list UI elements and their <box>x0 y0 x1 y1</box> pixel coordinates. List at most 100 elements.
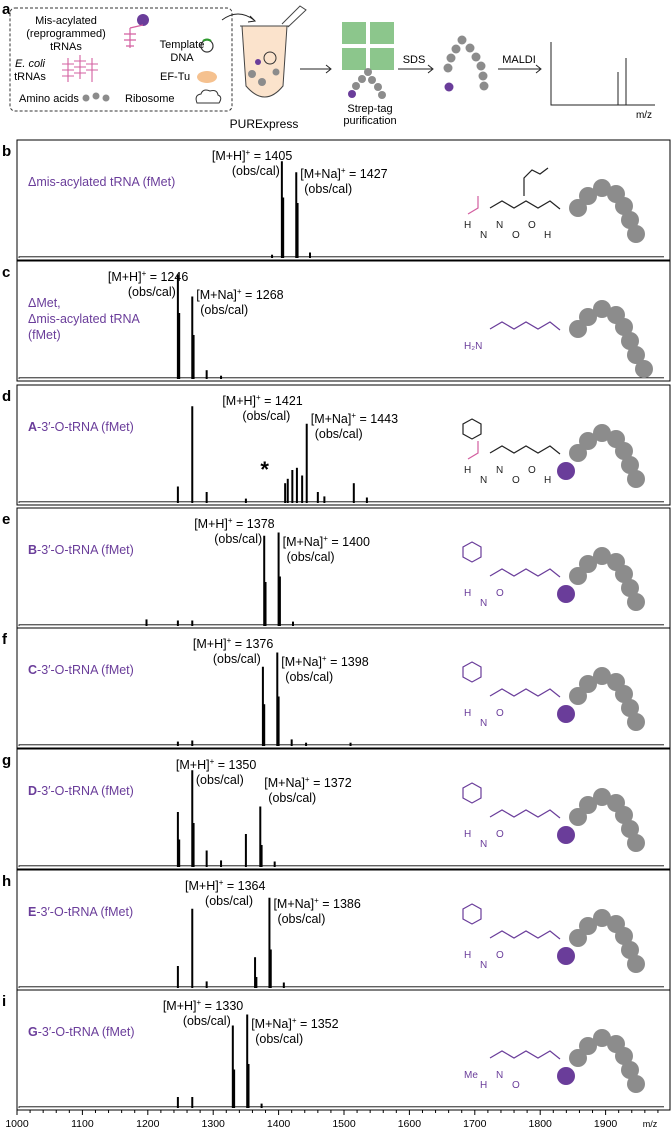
x-tick-label: 1600 <box>398 1118 422 1130</box>
mh-obs-cal: (obs/cal) <box>205 894 253 908</box>
mh-label: [M+H] <box>185 879 219 893</box>
sample-label: D-3′-O-tRNA (fMet) <box>28 784 134 798</box>
mna-value: = 1386 <box>319 897 361 911</box>
residue-bead <box>621 579 639 597</box>
tRNA-linked-residue <box>557 585 575 603</box>
x-tick-label: 1200 <box>136 1118 160 1130</box>
atom-label: H <box>464 708 471 719</box>
amino-acids-label: Amino acids <box>19 93 79 105</box>
residue-bead <box>579 796 597 814</box>
atom-label: H <box>480 1080 487 1091</box>
residue-bead <box>593 300 611 318</box>
mh-annotation: [M+H]+ = 1421 <box>222 393 302 408</box>
phenyl-ring <box>462 661 482 683</box>
panel-letter: c <box>2 264 10 281</box>
baseline <box>18 501 664 503</box>
residue-bead <box>579 917 597 935</box>
sample-label: A-3′-O-tRNA (fMet) <box>28 420 134 434</box>
residue-bead <box>579 555 597 573</box>
x-tick-label: 1900 <box>594 1118 618 1130</box>
panel-frame <box>16 384 671 506</box>
transfer-arrow-head <box>247 15 257 23</box>
tRNA-linked-residue <box>557 1067 575 1085</box>
atom-label: O <box>512 230 520 241</box>
sample-label: G-3′-O-tRNA (fMet) <box>28 1025 135 1039</box>
residue-bead <box>621 941 639 959</box>
residue-bead <box>627 713 645 731</box>
residue-bead <box>621 699 639 717</box>
structure-C: HNO <box>462 661 645 731</box>
ecoli-tRNA-icon <box>62 55 98 82</box>
sample-label: ΔMet, <box>28 296 61 310</box>
acyl-chain-bonds <box>489 688 561 698</box>
residue-bead <box>579 675 597 693</box>
tRNA-linked-residue <box>557 947 575 965</box>
sample-text: -3′-O-tRNA (fMet) <box>37 543 134 557</box>
spectrum-panel-h: hE-3′-O-tRNA (fMet)[M+H]+ = 1364(obs/cal… <box>2 869 671 991</box>
plus-superscript: + <box>142 269 147 278</box>
template-label-2: DNA <box>170 52 194 64</box>
residue-bead <box>615 318 633 336</box>
ribosome-icon <box>195 89 222 104</box>
sample-text: -3′-O-tRNA (fMet) <box>37 420 134 434</box>
spectrum-panel-g: gD-3′-O-tRNA (fMet)[M+H]+ = 1350(obs/cal… <box>2 748 671 870</box>
sample-text: -3′-O-tRNA (fMet) <box>37 784 134 798</box>
panel-letter: f <box>2 631 8 648</box>
mh-obs-cal: (obs/cal) <box>213 652 261 666</box>
plus-superscript: + <box>292 1016 297 1025</box>
plus-superscript: + <box>305 775 310 784</box>
methionine-side-chain <box>523 167 549 196</box>
sample-label: Δmis-acylated tRNA (fMet) <box>28 175 175 189</box>
atom-label: N <box>480 839 487 850</box>
mna-annotation: [M+Na]+ = 1268 <box>196 287 283 302</box>
mh-obs-cal: (obs/cal) <box>183 1014 231 1028</box>
tRNA-linked-residue <box>557 826 575 844</box>
residue-bead <box>615 565 633 583</box>
panel-letter: d <box>2 388 11 405</box>
misacylated-label-2: (reprogrammed) <box>26 28 105 40</box>
plus-superscript: + <box>197 998 202 1007</box>
baseline <box>18 256 664 258</box>
sample-text: -3′-O-tRNA (fMet) <box>37 663 134 677</box>
mh-label: [M+H] <box>193 637 227 651</box>
sample-label: B-3′-O-tRNA (fMet) <box>28 543 134 557</box>
strep-beads-icon <box>342 22 394 99</box>
residue-bead <box>569 320 587 338</box>
residue-bead <box>635 360 653 378</box>
spectrum-panel-e: eB-3′-O-tRNA (fMet)[M+H]+ = 1378(obs/cal… <box>2 507 671 629</box>
strep-label-1: Strep-tag <box>347 103 392 115</box>
tube-icon <box>240 5 307 98</box>
mh-label: [M+H] <box>222 394 256 408</box>
mna-label: [M+Na] <box>300 167 341 181</box>
residue-bead <box>579 308 597 326</box>
mna-annotation: [M+Na]+ = 1443 <box>311 411 398 426</box>
mh-obs-cal: (obs/cal) <box>214 532 262 546</box>
baseline <box>18 986 664 988</box>
baseline <box>18 624 664 626</box>
residue-bead <box>627 346 645 364</box>
panel-letter: h <box>2 873 11 890</box>
mna-value: = 1398 <box>327 655 369 669</box>
mna-label: [M+Na] <box>196 288 237 302</box>
mna-annotation: [M+Na]+ = 1386 <box>273 896 360 911</box>
sample-bold-letter: A <box>28 420 37 434</box>
strep-label-2: purification <box>343 115 396 127</box>
mh-annotation: [M+H]+ = 1376 <box>193 636 273 651</box>
phenyl-ring <box>462 782 482 804</box>
sample-bold-letter: C <box>28 663 37 677</box>
x-tick-label: 1800 <box>529 1118 553 1130</box>
x-tick-label: 1300 <box>202 1118 226 1130</box>
atom-label: H <box>464 465 471 476</box>
residue-bead <box>615 806 633 824</box>
structure-E: HNO <box>462 903 645 973</box>
atom-label: O <box>496 829 504 840</box>
sample-label: E-3′-O-tRNA (fMet) <box>28 905 133 919</box>
mh-value: = 1376 <box>231 637 273 651</box>
amino-acid-icon <box>82 92 110 102</box>
acyl-chain-bonds <box>489 568 561 578</box>
residue-bead <box>593 179 611 197</box>
structure-D: HNO <box>462 782 645 852</box>
plus-superscript: + <box>237 287 242 296</box>
